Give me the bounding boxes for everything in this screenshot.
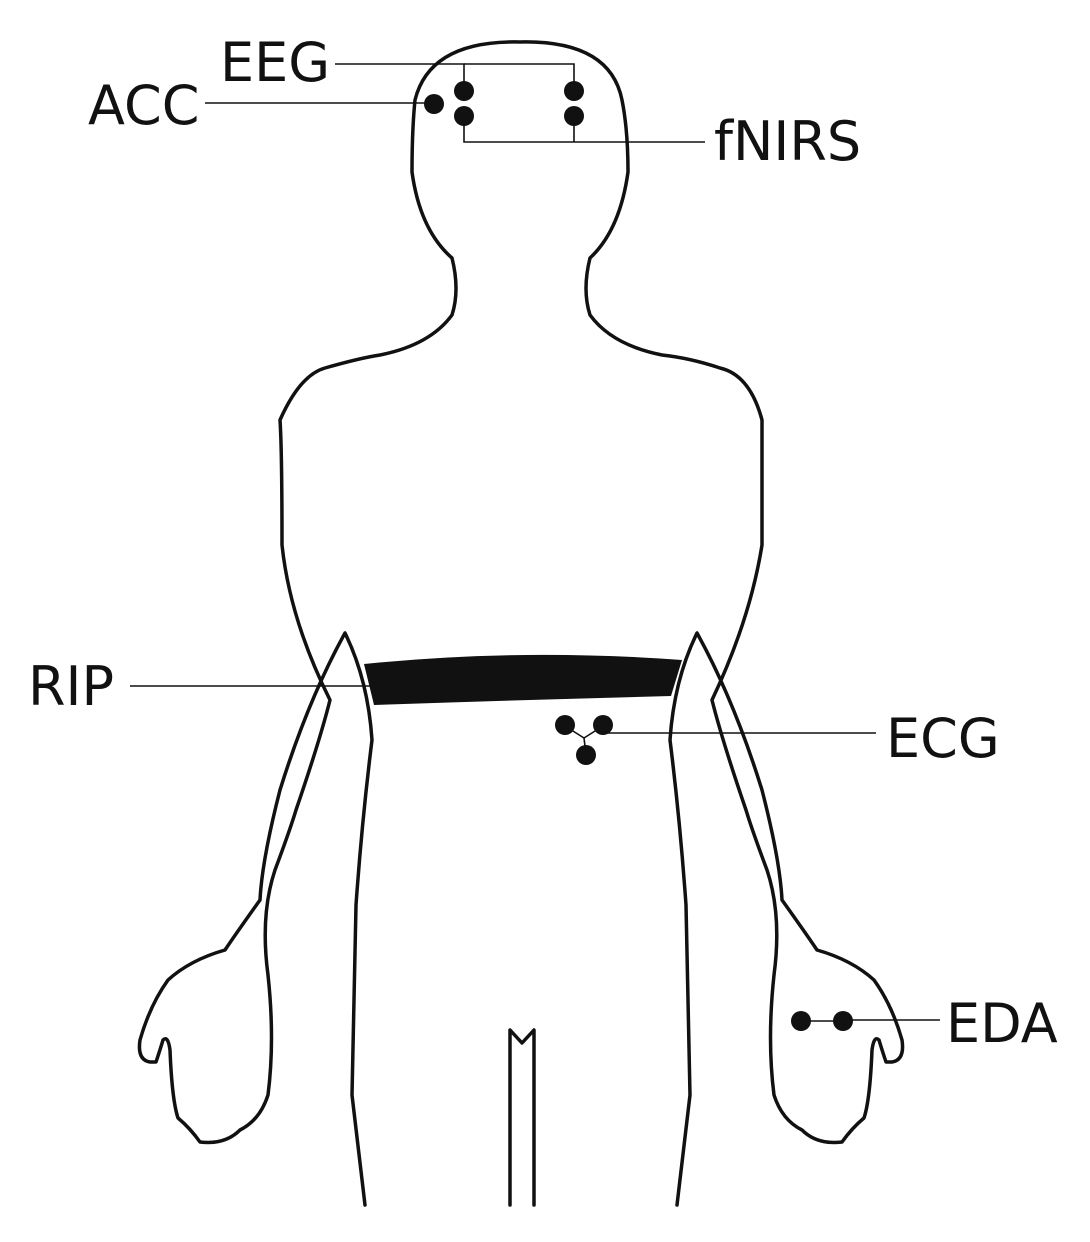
sensor-labels: EEG ACC fNIRS RIP ECG EDA bbox=[28, 31, 1058, 1055]
fnirs-electrode-left bbox=[454, 106, 474, 126]
eeg-leader bbox=[335, 63, 465, 91]
fnirs-label: fNIRS bbox=[714, 110, 861, 173]
eeg-leader-right bbox=[464, 63, 575, 91]
ecg-electrode-bottom bbox=[576, 745, 596, 765]
crotch-outline bbox=[508, 1028, 536, 1207]
eeg-electrode-right bbox=[564, 81, 584, 101]
leader-lines bbox=[130, 63, 940, 1021]
fnirs-electrode-right bbox=[564, 106, 584, 126]
body-outline bbox=[137, 40, 905, 1207]
ecg-electrode-right bbox=[593, 715, 613, 735]
fnirs-leader bbox=[463, 116, 705, 143]
rip-band bbox=[364, 654, 682, 705]
electrodes bbox=[424, 81, 853, 1031]
acc-electrode bbox=[424, 94, 444, 114]
eeg-electrode-left bbox=[454, 81, 474, 101]
eda-electrode-left bbox=[791, 1011, 811, 1031]
eda-label: EDA bbox=[946, 992, 1058, 1055]
ecg-electrode-left bbox=[555, 715, 575, 735]
rip-label: RIP bbox=[28, 655, 114, 718]
ecg-label: ECG bbox=[886, 707, 1000, 770]
eeg-label: EEG bbox=[220, 31, 330, 94]
eda-electrode-right bbox=[833, 1011, 853, 1031]
body-silhouette bbox=[137, 40, 905, 1207]
acc-label: ACC bbox=[88, 74, 199, 137]
